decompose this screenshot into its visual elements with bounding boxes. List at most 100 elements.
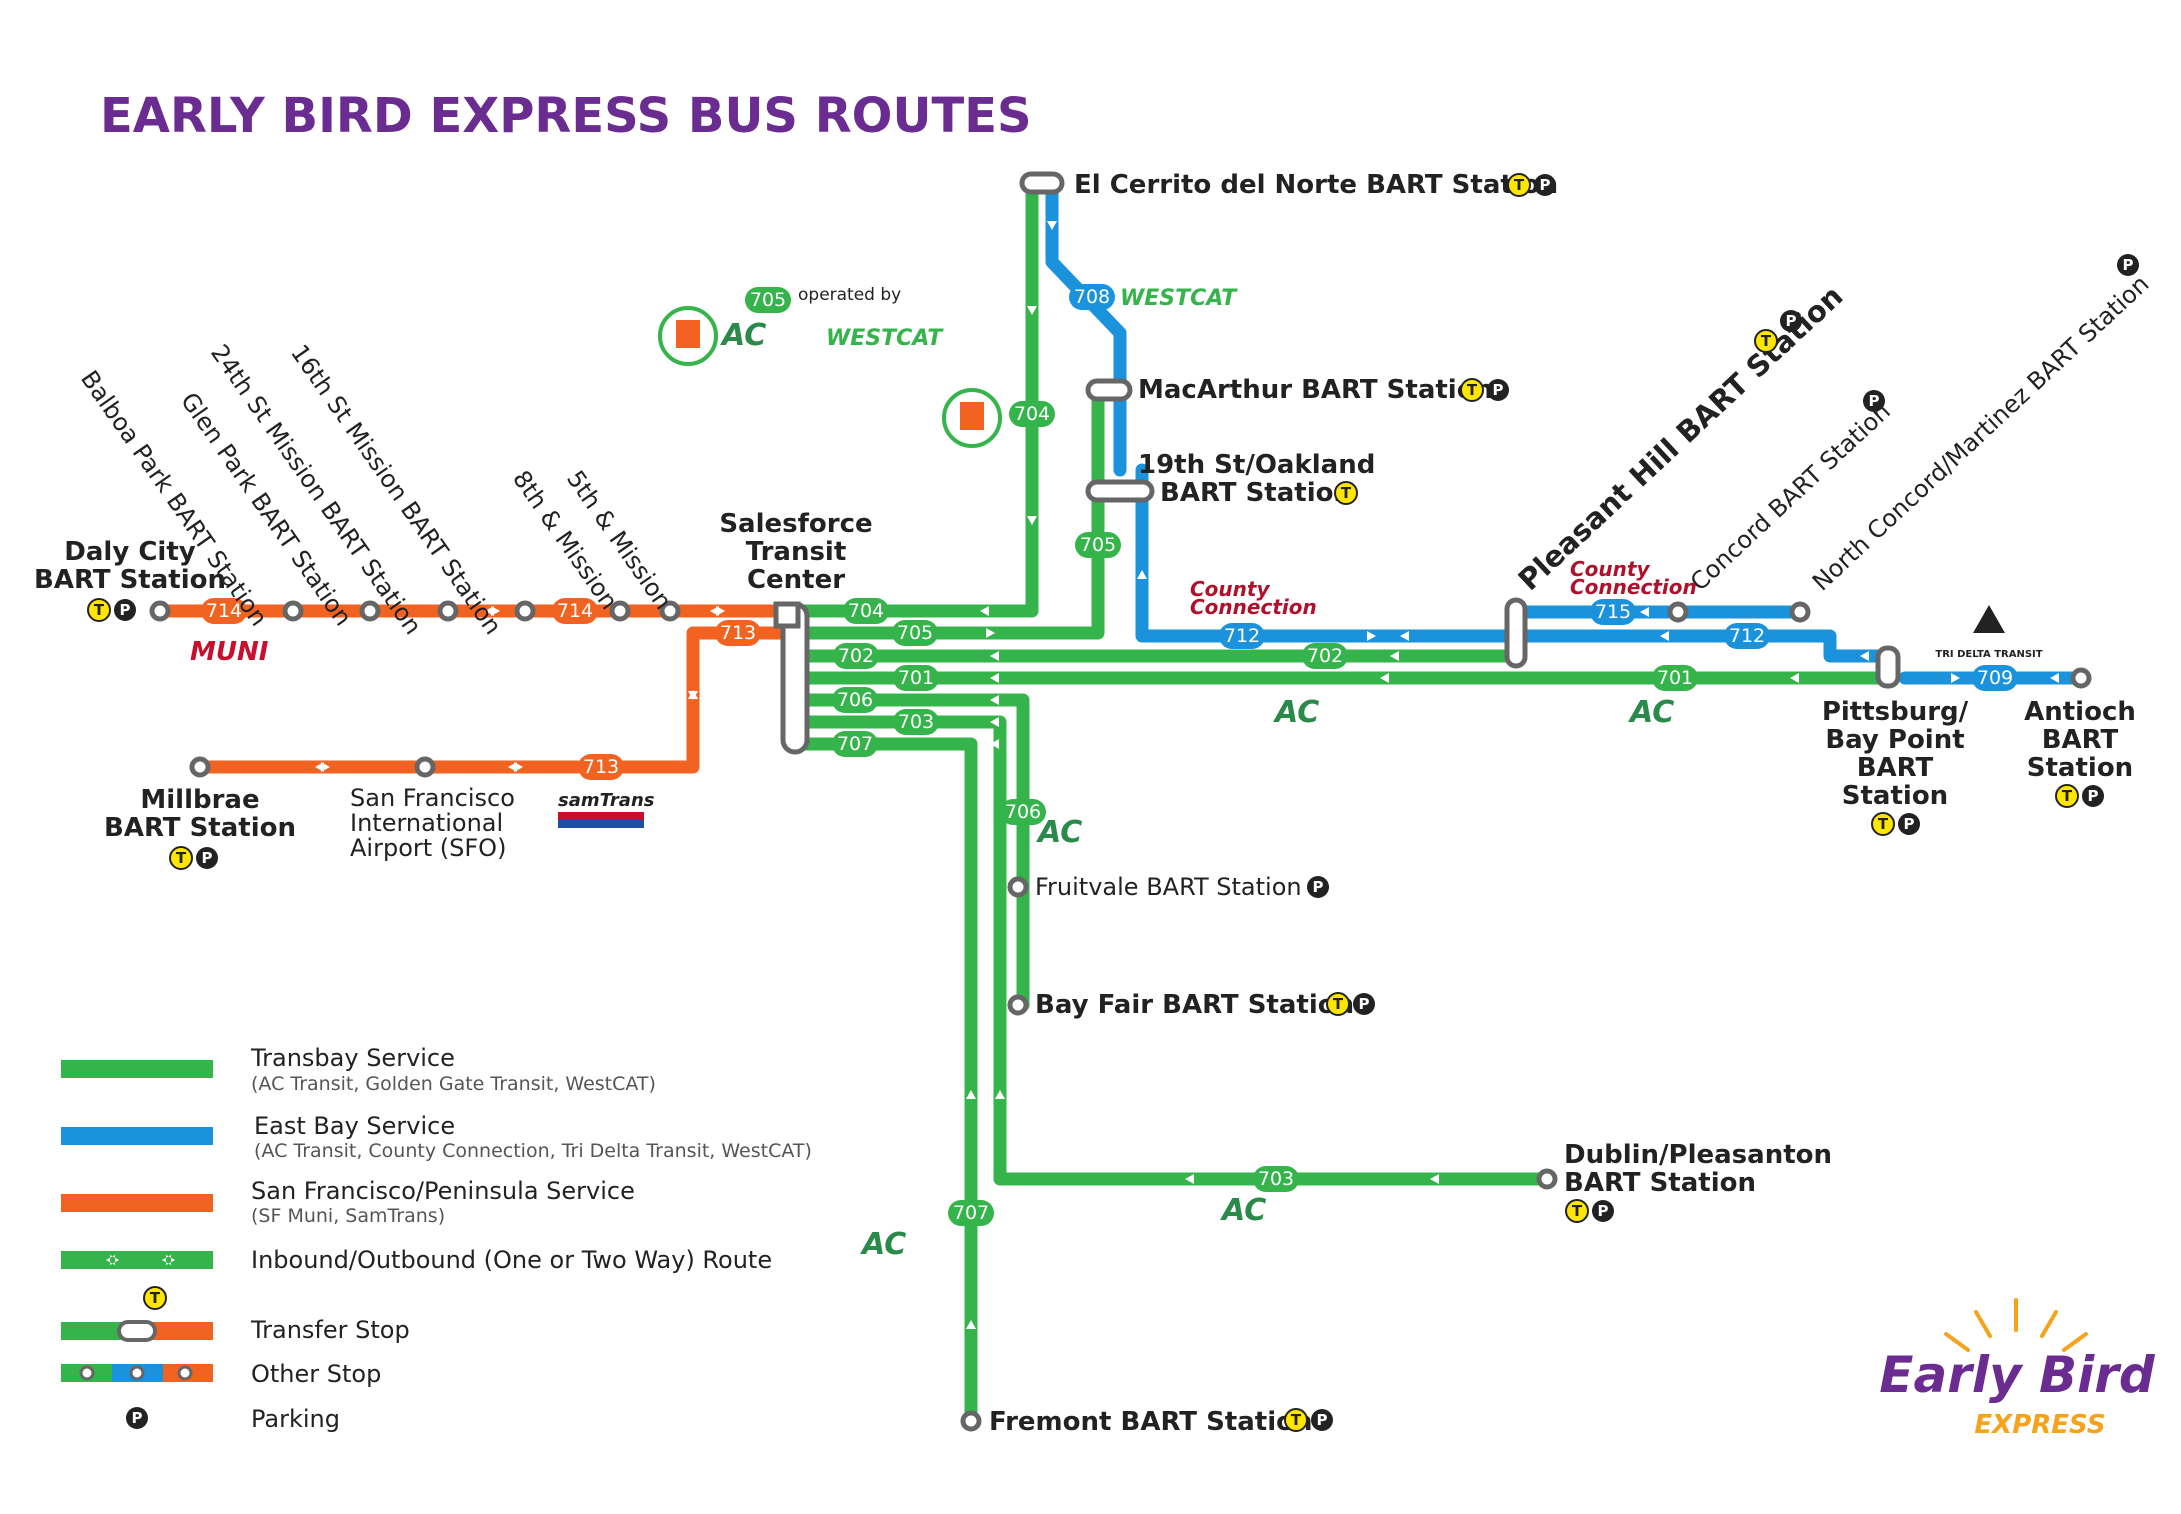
stop-millbrae bbox=[189, 756, 211, 778]
badge-703-a: 703 bbox=[893, 709, 939, 735]
direction-arrows bbox=[315, 221, 2059, 1329]
label-19th-l1: 19th St/Oakland bbox=[1138, 450, 1375, 480]
label-sfo-l1: San Francisco bbox=[350, 784, 515, 812]
early-bird-express-logo: Early Bird EXPRESS bbox=[1879, 1298, 2156, 1440]
ac-transit-logo-5: AC bbox=[1220, 1193, 1266, 1228]
svg-text:Connection: Connection bbox=[1190, 595, 1317, 619]
svg-text:702: 702 bbox=[1307, 645, 1343, 667]
badge-706-a: 706 bbox=[832, 687, 878, 713]
svg-text:P: P bbox=[1493, 381, 1504, 399]
svg-text:705: 705 bbox=[1080, 534, 1116, 556]
route-707-line bbox=[798, 737, 978, 1428]
svg-text:County: County bbox=[1190, 577, 1270, 601]
legend-eastbay-swatch bbox=[61, 1127, 213, 1145]
ac-transit-logo-3: AC bbox=[1628, 695, 1674, 730]
svg-text:Connection: Connection bbox=[1570, 575, 1697, 599]
svg-text:P: P bbox=[2123, 256, 2134, 274]
svg-text:P: P bbox=[1313, 878, 1324, 896]
svg-text:707: 707 bbox=[953, 1202, 989, 1224]
golden-gate-transit-logo-1 bbox=[658, 306, 718, 366]
route-703-line bbox=[798, 715, 1554, 1186]
legend-sf-swatch bbox=[61, 1194, 213, 1212]
samtrans-logo: samTrans bbox=[558, 790, 655, 828]
label-sfo-l2: International bbox=[350, 809, 503, 837]
svg-text:P: P bbox=[1598, 1202, 1609, 1220]
badge-713-b: 713 bbox=[578, 754, 624, 780]
svg-text:T: T bbox=[1572, 1202, 1583, 1220]
legend-eastbay-title: East Bay Service bbox=[254, 1112, 455, 1140]
salesforce-hub bbox=[773, 601, 810, 755]
label-pittsburg-l2: Bay Point bbox=[1825, 725, 1964, 755]
label-millbrae-l1: Millbrae bbox=[140, 785, 259, 815]
stop-concord bbox=[1667, 601, 1689, 623]
transbay-lines bbox=[798, 176, 1895, 1428]
badge-702-a: 702 bbox=[833, 643, 879, 669]
stop-dublin bbox=[1536, 1168, 1558, 1190]
svg-text:705: 705 bbox=[897, 622, 933, 644]
stop-glen-park bbox=[359, 600, 381, 622]
badge-706-b: 706 bbox=[1000, 799, 1046, 825]
badge-712-a: 712 bbox=[1219, 623, 1265, 649]
svg-text:703: 703 bbox=[1258, 1168, 1294, 1190]
svg-text:T: T bbox=[1761, 332, 1772, 350]
badge-704-b: 704 bbox=[1009, 401, 1055, 427]
stop-bay-fair bbox=[1007, 994, 1029, 1016]
svg-text:712: 712 bbox=[1224, 625, 1260, 647]
label-fremont: Fremont BART Station bbox=[989, 1407, 1313, 1437]
macarthur-transfer bbox=[1085, 378, 1133, 402]
svg-text:701: 701 bbox=[1657, 667, 1693, 689]
label-pittsburg-l4: Station bbox=[1842, 781, 1948, 811]
route-712-line-east bbox=[1509, 629, 1895, 663]
stop-24th bbox=[437, 600, 459, 622]
route-badges: 704 705 702 701 706 703 707 704 705 702 … bbox=[201, 284, 2018, 1226]
svg-text:T: T bbox=[150, 1289, 161, 1307]
svg-text:T: T bbox=[2062, 787, 2073, 805]
fruitvale-symbols: P bbox=[1307, 876, 1329, 898]
svg-text:704: 704 bbox=[1014, 403, 1050, 425]
stop-sfo bbox=[414, 756, 436, 778]
muni-logo: MUNI bbox=[190, 636, 269, 667]
svg-text:701: 701 bbox=[898, 667, 934, 689]
ac-transit-logo-6: AC bbox=[860, 1227, 906, 1262]
stop-antioch bbox=[2070, 667, 2092, 689]
stop-8th-mission bbox=[609, 600, 631, 622]
label-salesforce-l3: Center bbox=[747, 565, 845, 595]
svg-text:P: P bbox=[1540, 176, 1551, 194]
badge-705-c: 705 bbox=[745, 287, 791, 313]
svg-text:706: 706 bbox=[1005, 801, 1041, 823]
ac-transit-logo-2: AC bbox=[1273, 695, 1319, 730]
stop-16th bbox=[514, 600, 536, 622]
badge-713-a: 713 bbox=[715, 620, 761, 646]
svg-text:samTrans: samTrans bbox=[558, 790, 655, 811]
oakland-19th-transfer bbox=[1085, 479, 1155, 503]
label-daly-city-l2: BART Station bbox=[34, 565, 226, 595]
stops bbox=[149, 600, 2092, 1432]
legend-inout: Inbound/Outbound (One or Two Way) Route bbox=[251, 1246, 772, 1274]
legend-eastbay-sub: (AC Transit, County Connection, Tri Delt… bbox=[254, 1140, 812, 1162]
svg-text:T: T bbox=[1341, 484, 1352, 502]
transfer-capsules bbox=[1019, 171, 1901, 689]
label-daly-city-l1: Daly City bbox=[64, 537, 195, 567]
legend-transfer-swatch: T bbox=[61, 1286, 213, 1342]
pittsburg-transfer bbox=[1875, 645, 1901, 689]
svg-text:P: P bbox=[1904, 815, 1915, 833]
legend-parking: Parking bbox=[251, 1405, 340, 1433]
svg-text:703: 703 bbox=[898, 711, 934, 733]
label-bay-fair: Bay Fair BART Station bbox=[1035, 990, 1354, 1020]
stop-fruitvale bbox=[1007, 876, 1029, 898]
tri-delta-transit-logo: TRI DELTA TRANSIT bbox=[1935, 605, 2043, 660]
svg-text:P: P bbox=[1786, 312, 1797, 330]
label-salesforce-l1: Salesforce bbox=[719, 509, 872, 539]
svg-text:T: T bbox=[1514, 176, 1525, 194]
legend-transbay-title: Transbay Service bbox=[250, 1044, 455, 1072]
label-antioch-l1: Antioch bbox=[2024, 697, 2136, 727]
badge-709: 709 bbox=[1972, 665, 2018, 691]
label-dublin-l1: Dublin/Pleasanton bbox=[1564, 1140, 1832, 1170]
